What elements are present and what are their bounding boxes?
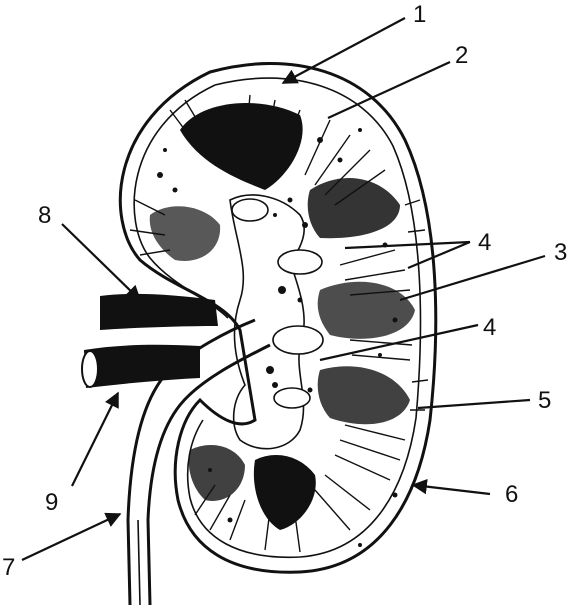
- medulla-striations: [129, 94, 429, 553]
- leader-lines: [21, 17, 546, 561]
- kidney-body: [118, 62, 438, 574]
- kidney-capsule: [118, 62, 438, 574]
- labels: 1 2 4 3 4 5 6 7 8 9: [2, 1, 567, 581]
- renal-vein: [84, 344, 200, 388]
- vein-opening: [81, 350, 99, 388]
- label-4-lower: 4: [483, 314, 496, 341]
- leader-4a-2: [407, 240, 471, 270]
- renal-artery: [100, 293, 218, 330]
- pyramid-right-mid: [317, 281, 415, 339]
- renal-vessels: [81, 293, 218, 388]
- kidney-cortex-inner-upper: [133, 84, 229, 319]
- label-2: 2: [455, 42, 468, 69]
- leader-1: [281, 17, 406, 84]
- cortex-granules: [157, 128, 398, 547]
- label-4-upper: 4: [478, 229, 491, 256]
- pyramid-upper-right: [307, 178, 400, 239]
- label-5: 5: [538, 387, 551, 414]
- pyramid-bottom: [253, 455, 316, 530]
- leader-2: [327, 61, 451, 119]
- leader-4a-1: [344, 240, 471, 250]
- leader-5: [417, 398, 531, 410]
- ureter-wall: [126, 318, 256, 606]
- label-6: 6: [505, 481, 518, 508]
- pyramid-left: [149, 206, 221, 261]
- leader-3: [399, 254, 546, 302]
- label-3: 3: [554, 239, 567, 266]
- pyramid-bottom-left: [188, 445, 245, 501]
- label-9: 9: [45, 489, 58, 516]
- label-1: 1: [413, 1, 426, 28]
- renal-pelvis: [229, 194, 305, 450]
- leader-4b: [319, 323, 479, 362]
- leader-9: [71, 391, 119, 487]
- ureter: [126, 318, 271, 606]
- kidney-cortex-inner: [186, 77, 422, 559]
- leader-7: [21, 512, 122, 561]
- leader-6: [411, 478, 491, 496]
- ureter-wall-inner: [146, 343, 271, 606]
- label-7: 7: [2, 554, 15, 581]
- pyramid-top: [180, 103, 303, 190]
- label-8: 8: [38, 202, 51, 229]
- leader-8: [61, 223, 142, 302]
- pyramid-right-low: [317, 366, 410, 425]
- minor-calyces: [231, 198, 324, 409]
